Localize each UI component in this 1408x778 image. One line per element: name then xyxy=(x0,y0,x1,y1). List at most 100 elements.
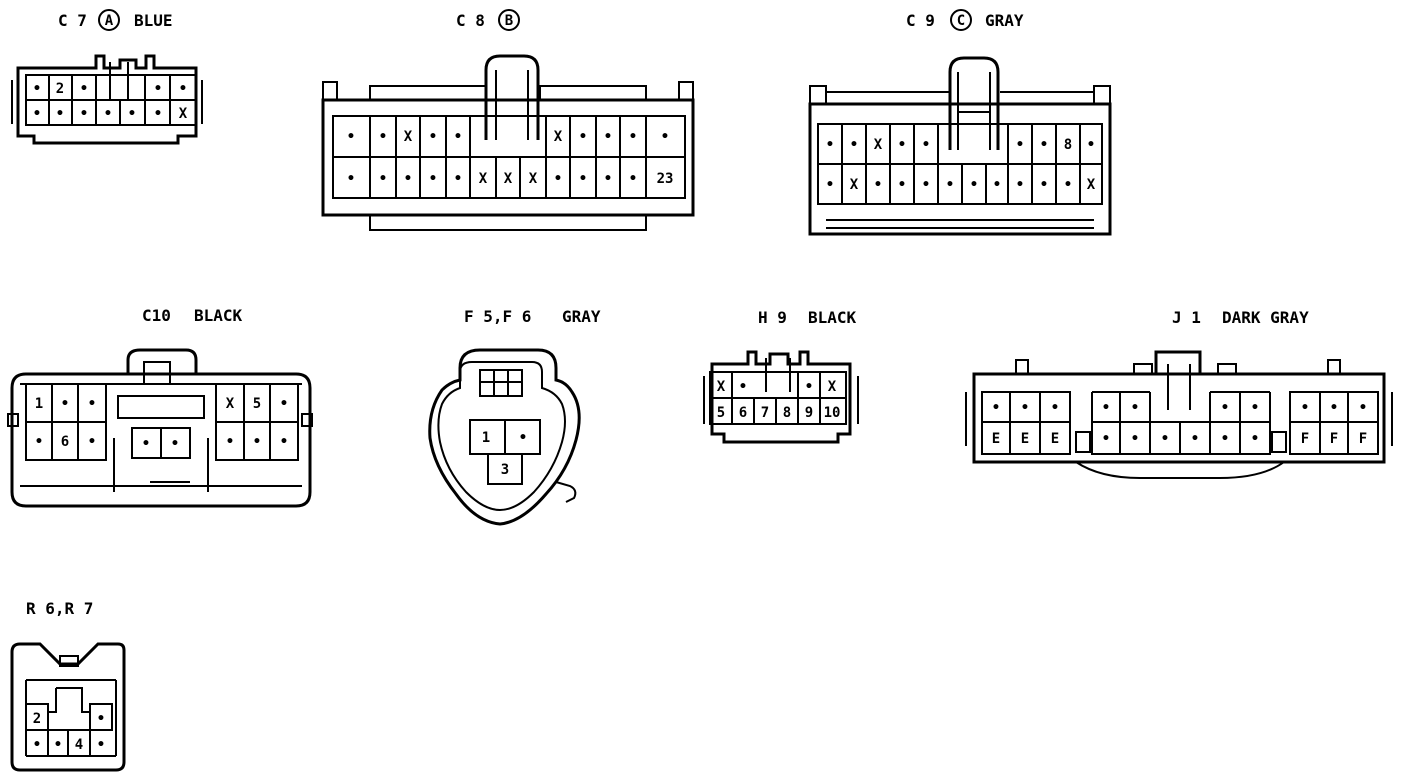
c7-pin-r2-c7: X xyxy=(179,106,188,122)
connector-c8: C 8 B • • X • • X • • • • xyxy=(321,9,695,231)
h9-pin-9: 9 xyxy=(805,405,813,421)
c10-pin-r2-c5: • xyxy=(171,436,179,452)
j1-pin-r2-c8: • xyxy=(1221,431,1229,447)
h9-pin-5: 5 xyxy=(717,405,725,421)
h9-pin-7: 7 xyxy=(761,405,769,421)
connector-c7-label-prefix: C 7 xyxy=(58,11,87,30)
c9-pin-r1-c2: • xyxy=(850,137,858,153)
h9-pin-10: 10 xyxy=(824,405,841,421)
connector-c7-housing xyxy=(11,54,203,145)
j1-pin-r2-c2: E xyxy=(1021,431,1029,447)
c9-pin-r2-c4: • xyxy=(898,177,906,193)
connector-c10-housing xyxy=(7,348,313,508)
connector-c8-housing xyxy=(321,54,695,231)
connector-f5f6-label-suffix: GRAY xyxy=(562,307,601,326)
c9-pin-r1-c1: • xyxy=(826,137,834,153)
connector-c7-badge: A xyxy=(98,9,120,31)
c8-pin-r2-c8: X xyxy=(529,171,538,187)
c8-pin-r2-c2: • xyxy=(379,171,387,187)
connector-f5f6-label-prefix: F 5,F 6 xyxy=(464,307,531,326)
connector-c10-label-suffix: BLACK xyxy=(194,306,243,325)
connector-h9-housing xyxy=(703,350,859,444)
r6r7-pin-r1-right: • xyxy=(97,711,105,727)
c8-pin-r1-c3: X xyxy=(404,129,413,145)
connector-c10-label-prefix: C10 xyxy=(142,306,171,325)
h9-pin-r1-c5: • xyxy=(805,379,813,395)
c7-pin-r2-c4: • xyxy=(104,106,112,122)
c8-pin-r2-c7: X xyxy=(504,171,513,187)
connector-c8-badge-letter: B xyxy=(505,13,513,29)
c8-pin-r1-c2: • xyxy=(379,129,387,145)
connector-c9: C 9 C GRAY • • X • • • • 8 • • xyxy=(808,9,1112,236)
c8-pin-r1-c12: • xyxy=(629,129,637,145)
c7-pin-r1-c3: • xyxy=(80,81,88,97)
h9-pin-r1-c1: X xyxy=(717,379,726,395)
c8-pin-r2-c1: • xyxy=(347,171,355,187)
connector-h9-pins: X • • X 5 6 7 8 9 10 xyxy=(717,379,841,421)
c7-pin-r1-c2: 2 xyxy=(56,81,64,97)
c7-pin-r2-c3: • xyxy=(80,106,88,122)
j1-pin-r1-c2: • xyxy=(1021,400,1029,416)
j1-pin-r1-c9: • xyxy=(1330,400,1338,416)
r6r7-pin-2: 2 xyxy=(33,711,41,727)
connector-r6r7-housing xyxy=(10,642,126,772)
connector-j1-label-suffix: DARK GRAY xyxy=(1222,308,1309,327)
c9-pin-r1-c12: 8 xyxy=(1064,137,1072,153)
connector-c10: C10 BLACK 1 • • X 5 • • xyxy=(7,306,313,508)
f5f6-pin-3: 3 xyxy=(501,462,509,478)
connector-j1-pins: • • • • • • • • • • E E E • • • • • • F … xyxy=(992,400,1367,447)
j1-pin-r2-c12: F xyxy=(1359,431,1367,447)
j1-pin-r1-c5: • xyxy=(1131,400,1139,416)
c7-pin-r1-c1: • xyxy=(33,81,41,97)
c8-pin-r2-c3: • xyxy=(404,171,412,187)
j1-pin-r2-c9: • xyxy=(1251,431,1259,447)
connector-h9: H 9 BLACK X • • X 5 6 7 8 9 10 xyxy=(703,308,859,444)
connector-c7-pins: • 2 • • • • • • • • • X xyxy=(33,81,188,122)
c7-pin-r2-c6: • xyxy=(154,106,162,122)
c9-pin-r2-c13: X xyxy=(1087,177,1096,193)
connector-c9-label-suffix: GRAY xyxy=(985,11,1024,30)
c9-pin-r2-c7: • xyxy=(970,177,978,193)
h9-pin-r1-c2: • xyxy=(739,379,747,395)
connector-f5f6-pins: 1 • 3 xyxy=(482,430,527,478)
c10-pin-r1-c6: X xyxy=(226,396,235,412)
j1-pin-r2-c11: F xyxy=(1330,431,1338,447)
connector-r6r7-label-prefix: R 6,R 7 xyxy=(26,599,93,618)
j1-pin-r2-c3: E xyxy=(1051,431,1059,447)
j1-pin-r2-c5: • xyxy=(1131,431,1139,447)
h9-pin-8: 8 xyxy=(783,405,791,421)
j1-pin-r1-c8: • xyxy=(1301,400,1309,416)
connector-c9-label-prefix: C 9 xyxy=(906,11,935,30)
c8-pin-r1-c5: • xyxy=(454,129,462,145)
j1-pin-r1-c6: • xyxy=(1221,400,1229,416)
h9-pin-6: 6 xyxy=(739,405,747,421)
r6r7-pin-4: 4 xyxy=(75,737,83,753)
c10-pin-r2-c2: 6 xyxy=(61,434,69,450)
j1-pin-r2-c1: E xyxy=(992,431,1000,447)
c10-pin-r1-c7: 5 xyxy=(253,396,261,412)
c9-pin-r2-c5: • xyxy=(922,177,930,193)
c9-pin-r1-c13: • xyxy=(1087,137,1095,153)
connector-h9-label-suffix: BLACK xyxy=(808,308,857,327)
c8-pin-r2-c12: • xyxy=(629,171,637,187)
j1-pin-r2-c6: • xyxy=(1161,431,1169,447)
j1-pin-r1-c4: • xyxy=(1102,400,1110,416)
c7-pin-r2-c2: • xyxy=(56,106,64,122)
c10-pin-r2-c1: • xyxy=(35,434,43,450)
connector-c9-housing xyxy=(808,56,1112,236)
connector-c7-label-suffix: BLUE xyxy=(134,11,173,30)
c8-pin-r1-c11: • xyxy=(604,129,612,145)
connector-c9-pins: • • X • • • • 8 • • X • • • • • • • • • … xyxy=(826,137,1096,193)
c7-pin-r1-c8: • xyxy=(179,81,187,97)
c9-pin-r2-c6: • xyxy=(946,177,954,193)
c10-pin-r2-c3: • xyxy=(88,434,96,450)
c10-pin-r2-c6: • xyxy=(226,434,234,450)
c9-pin-r2-c3: • xyxy=(874,177,882,193)
c8-pin-r1-c9: X xyxy=(554,129,563,145)
c10-pin-r1-c8: • xyxy=(280,396,288,412)
j1-pin-r2-c10: F xyxy=(1301,431,1309,447)
j1-pin-r1-c1: • xyxy=(992,400,1000,416)
c10-pin-r2-c8: • xyxy=(280,434,288,450)
h9-pin-r1-c6: X xyxy=(828,379,837,395)
